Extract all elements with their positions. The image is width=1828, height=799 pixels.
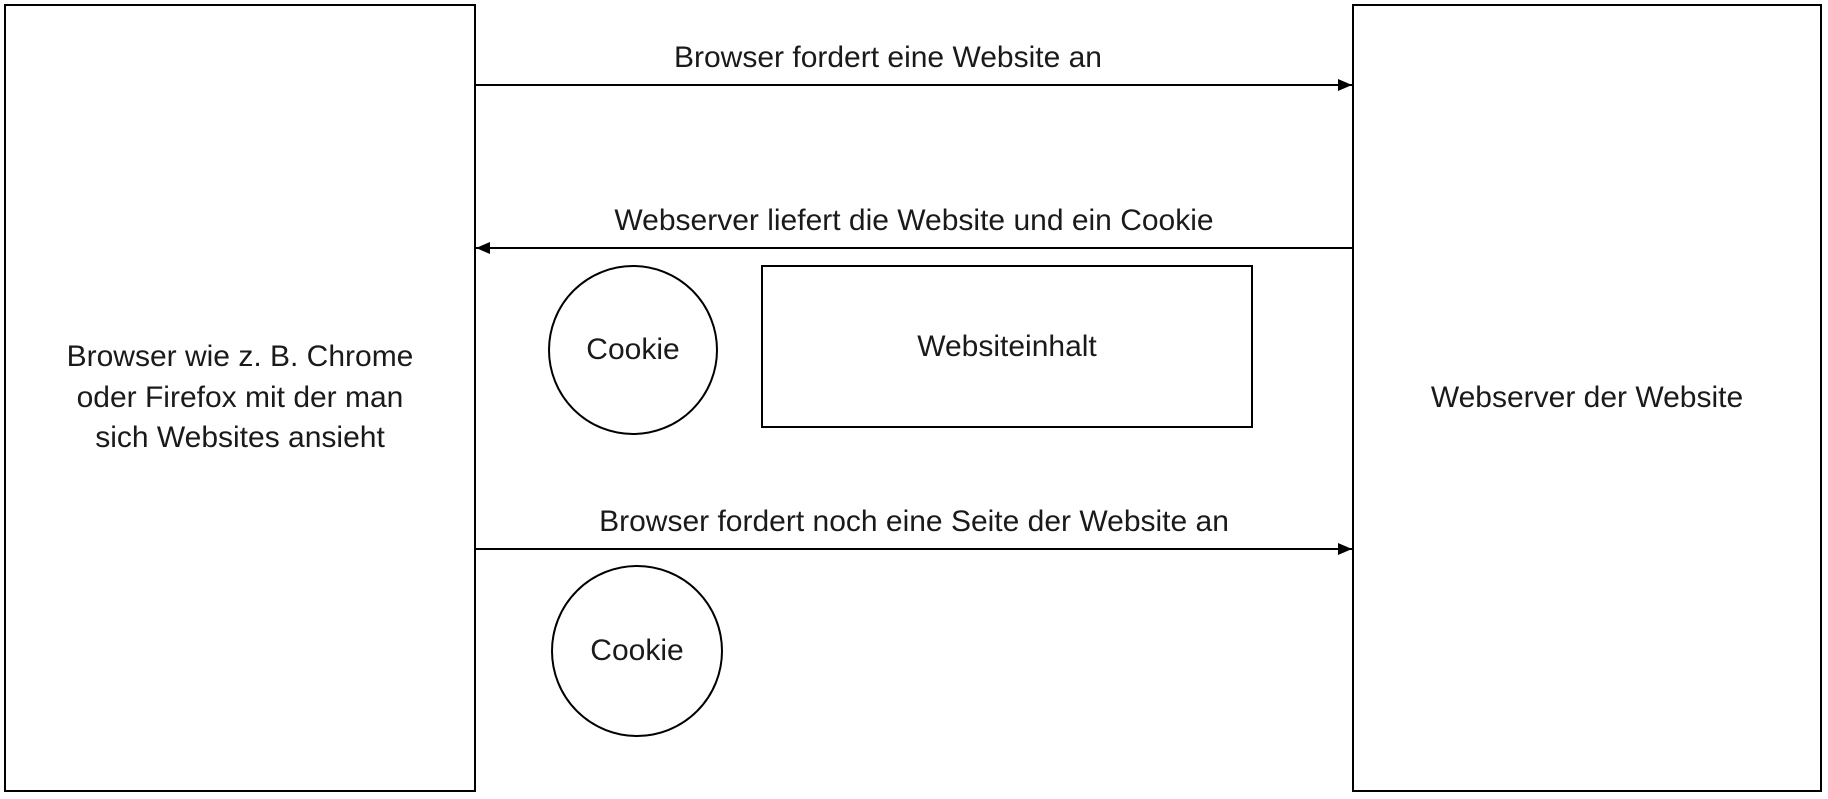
- response-arrow-line: [476, 247, 1352, 249]
- cookie-top-label: Cookie: [586, 333, 680, 366]
- cookie-circle-bottom: Cookie: [551, 565, 723, 737]
- browser-box-label-line1: Browser wie z. B. Chrome: [66, 340, 414, 374]
- cookie-bottom-label: Cookie: [590, 634, 684, 667]
- website-content-label: Websiteinhalt: [917, 329, 1097, 363]
- browser-box-label-line2: oder Firefox mit der man: [76, 380, 404, 414]
- webserver-box: Webserver der Website: [1352, 4, 1822, 792]
- arrow-right-icon: [1338, 543, 1352, 555]
- second-request-arrow-label: Browser fordert noch eine Seite der Webs…: [599, 505, 1229, 538]
- website-content-box: Websiteinhalt: [761, 265, 1253, 428]
- request-arrow-line: [476, 84, 1352, 86]
- browser-box-label-line3: sich Websites ansieht: [95, 421, 385, 455]
- browser-box-label: Browser wie z. B. Chrome oder Firefox mi…: [67, 337, 414, 459]
- second-request-arrow-line: [476, 548, 1352, 550]
- request-arrow-label: Browser fordert eine Website an: [674, 41, 1102, 74]
- arrow-right-icon: [1338, 79, 1352, 91]
- arrow-left-icon: [476, 242, 490, 254]
- cookie-circle-top: Cookie: [548, 265, 718, 435]
- webserver-box-label: Webserver der Website: [1430, 380, 1744, 414]
- browser-box: Browser wie z. B. Chrome oder Firefox mi…: [4, 4, 476, 792]
- response-arrow-label: Webserver liefert die Website und ein Co…: [614, 204, 1214, 237]
